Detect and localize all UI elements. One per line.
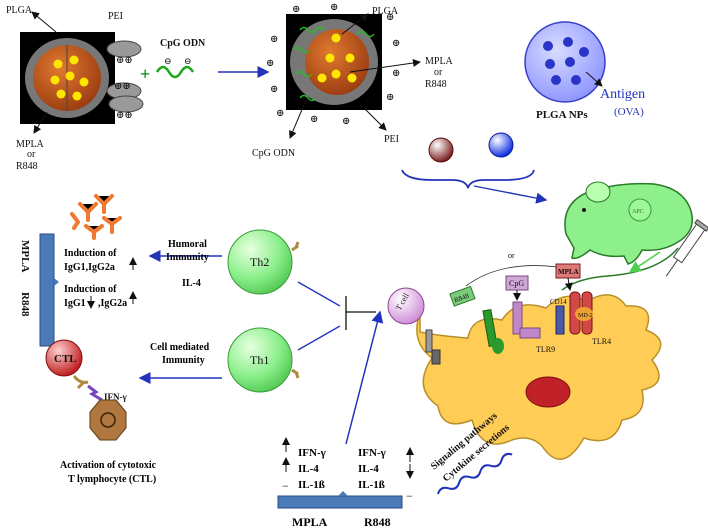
r848-bar-bottom-label: R848 (364, 515, 391, 529)
svg-text:⊖: ⊖ (164, 56, 172, 66)
pei-label-right: PEI (384, 134, 399, 145)
apc-cell: T cell R848 CpG TLR9 or MPLA CD14 MD-2 T… (387, 251, 662, 495)
mpla-bar-label: MPLA (19, 240, 31, 272)
apc-nucleus (525, 376, 571, 408)
tlr9-label: TLR9 (536, 345, 555, 354)
induction-label-2: Induction of (64, 284, 117, 295)
il1b-right: IL-1ß (358, 479, 385, 491)
mpla-r848-bar-bottom (277, 495, 403, 509)
th-cells: Humoral Immunity IL-4 Th2 Cell mediated … (138, 229, 384, 445)
pei-label-left: PEI (108, 11, 123, 22)
svg-text:⊕: ⊕ (392, 38, 400, 49)
svg-text:⊕: ⊕ (270, 84, 278, 95)
np-ball-antigen (488, 132, 514, 158)
svg-text:⊕: ⊕ (310, 114, 318, 125)
or-label-right: or (434, 67, 443, 78)
plga-label-left: PLGA (6, 5, 33, 16)
igg2a-label-2: ,IgG2a (98, 298, 127, 309)
or-label-apc: or (508, 251, 515, 260)
cpg-odn-label-right: CpG ODN (252, 148, 295, 159)
r848-bar-label: R848 (19, 292, 31, 317)
minus-sign-right: − (406, 489, 413, 503)
svg-text:⊕: ⊕ (386, 12, 394, 23)
svg-text:⊕: ⊕ (386, 92, 394, 103)
plus-sign: + (140, 64, 150, 84)
il4-left: IL-4 (298, 463, 319, 475)
svg-text:⊕: ⊕ (270, 34, 278, 45)
antibodies (70, 194, 122, 240)
svg-text:⊕: ⊕ (342, 116, 350, 127)
cytokine-panel: − IFN-γ IL-4 IL-1ß IFN-γ IL-4 IL-1ß − MP… (277, 437, 414, 529)
svg-text:⊕: ⊕ (330, 2, 338, 13)
svg-text:⊕⊕: ⊕⊕ (116, 110, 133, 121)
cpg-odn-label-left: CpG ODN (160, 38, 206, 49)
mpla-receptor-label: MPLA (558, 268, 579, 276)
ifn-gamma-label-left: IFN-γ (104, 392, 127, 402)
svg-text:⊕: ⊕ (392, 68, 400, 79)
svg-text:⊕⊕: ⊕⊕ (116, 55, 133, 66)
ova-label: (OVA) (614, 106, 644, 118)
cd14-label: CD14 (550, 298, 567, 306)
cpg-receptor-label: CpG (509, 279, 524, 288)
th1-cell (227, 327, 293, 393)
svg-text:⊖: ⊖ (184, 56, 192, 66)
induction-label-1: Induction of (64, 248, 117, 259)
t-cell (387, 287, 425, 325)
brace (401, 169, 535, 189)
mpla-label-left: MPLA (16, 139, 45, 150)
cpg-odn-strand: ⊖ ⊖ (155, 56, 195, 79)
np-right: ⊕ ⊕ ⊕ ⊕ ⊕ ⊕ ⊕ ⊕ ⊕ ⊕ ⊕ ⊕ PLGA MPLA or R848 CpG … (252, 2, 454, 159)
np-left: ⊕⊕ ⊕⊕ ⊕⊕ PLGA PEI MPLA or R848 (6, 5, 144, 172)
md2-label: MD-2 (578, 313, 593, 319)
apc-label-mouse: APC (632, 209, 644, 215)
svg-text:⊕⊕: ⊕⊕ (114, 81, 131, 92)
mpla-r848-bar-left (39, 233, 55, 347)
tlr4-label: TLR4 (592, 337, 611, 346)
il1b-left: IL-1ß (298, 479, 325, 491)
minus-sign-left: − (282, 479, 289, 493)
np-ball-adjuvant (428, 137, 454, 163)
r848-label-right: R848 (425, 79, 447, 90)
plga-nps-antigen: Antigen (OVA) PLGA NPs (524, 21, 645, 121)
ctl-cell (45, 339, 83, 377)
humoral-label-1: Humoral (168, 239, 207, 250)
il4-right: IL-4 (358, 463, 379, 475)
ctl-label: CTL (54, 353, 77, 365)
activation-label-2: T lymphocyte (CTL) (68, 474, 156, 485)
il4-label: IL-4 (182, 278, 201, 289)
activation-label-1: Activation of cytotoxic (60, 460, 157, 471)
left-panel: MPLA R848 Induction of IgG1,IgG2a Induct… (19, 194, 157, 485)
r848-label-left: R848 (16, 161, 38, 172)
target-cell (89, 399, 127, 441)
mouse: APC (561, 181, 708, 291)
np-right-charges: ⊕ ⊕ ⊕ ⊕ ⊕ ⊕ ⊕ ⊕ ⊕ ⊕ ⊕ ⊕ (266, 2, 400, 127)
antigen-label: Antigen (600, 87, 645, 102)
pei-pills (106, 40, 144, 113)
np-right-cpg-strands (293, 26, 375, 102)
th2-label: Th2 (250, 255, 269, 269)
ifn-gamma-right: IFN-γ (358, 447, 386, 459)
mpla-label-right: MPLA (425, 56, 454, 67)
svg-text:⊕: ⊕ (276, 108, 284, 119)
ifn-gamma-left: IFN-γ (298, 447, 326, 459)
np-right-adjuvant-dots (317, 33, 357, 83)
th2-cell (227, 229, 293, 295)
mpla-bar-bottom-label: MPLA (292, 515, 328, 529)
np-left-adjuvant-dots (50, 55, 89, 101)
humoral-label-2: Immunity (166, 252, 209, 263)
igg1-label-2: IgG1 (64, 298, 86, 309)
igg-label-1: IgG1,IgG2a (64, 262, 115, 273)
th1-label: Th1 (250, 353, 269, 367)
plga-label-right: PLGA (372, 6, 399, 17)
svg-text:⊕: ⊕ (292, 4, 300, 15)
or-label-left: or (27, 149, 36, 160)
cell-mediated-label-1: Cell mediated (150, 342, 210, 353)
plga-nps-label: PLGA NPs (536, 109, 588, 121)
svg-text:⊕: ⊕ (266, 58, 274, 69)
cell-mediated-label-2: Immunity (162, 355, 205, 366)
